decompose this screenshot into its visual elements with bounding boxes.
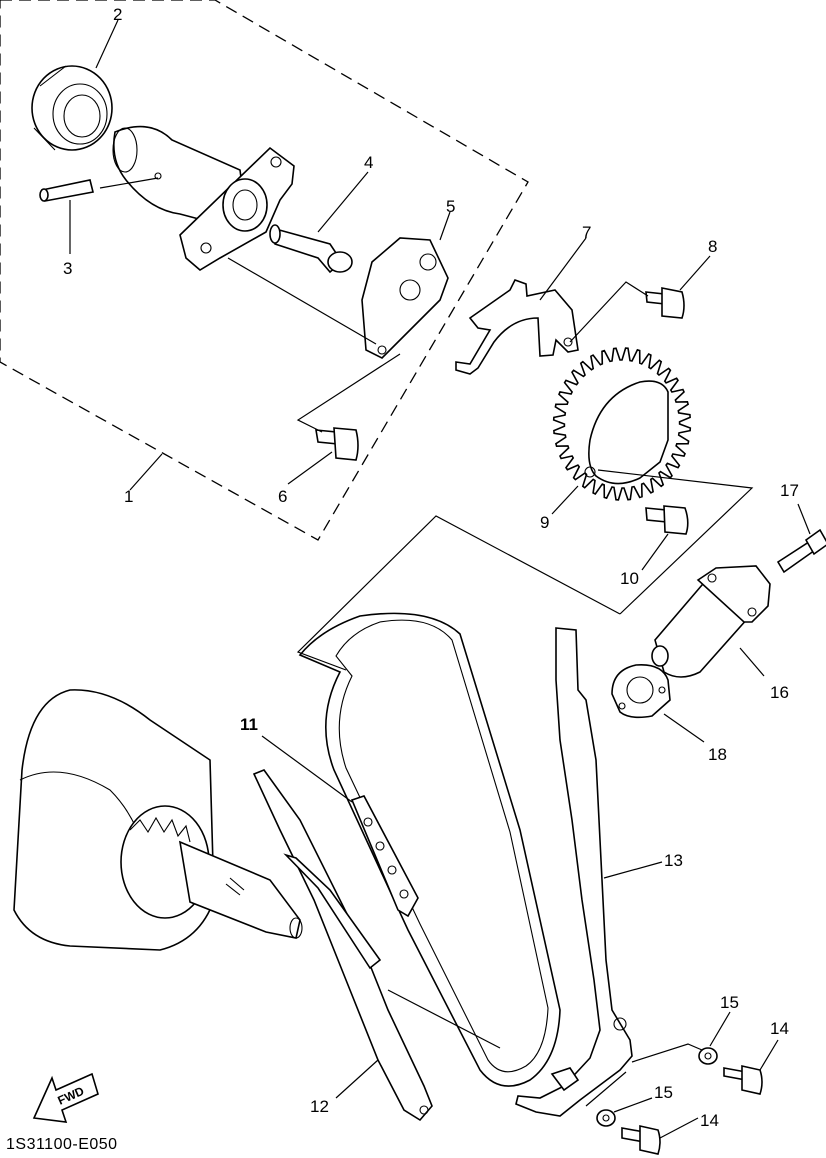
chain-guide-front (252, 769, 433, 1122)
bolt-14-lower (621, 1125, 661, 1155)
bearing (31, 65, 113, 151)
bolt-8 (645, 287, 685, 319)
cam-sprocket (552, 347, 692, 501)
callout-18: 18 (708, 745, 727, 764)
callout-13: 13 (664, 851, 683, 870)
washer-15-upper (698, 1047, 718, 1065)
reference-lines (99, 177, 754, 1107)
decompression-shaft (269, 224, 353, 274)
chain-tensioner (651, 565, 771, 678)
decompression-weight (455, 279, 579, 375)
gasket (611, 663, 671, 719)
callout-5: 5 (446, 197, 455, 216)
callout-2: 2 (113, 5, 122, 24)
callout-11: 11 (240, 715, 258, 734)
callout-8: 8 (708, 237, 717, 256)
callout-4: 4 (364, 153, 373, 172)
callout-16: 16 (770, 683, 789, 702)
leader-lines (69, 19, 811, 1139)
crankshaft (13, 689, 303, 951)
callout-6: 6 (278, 487, 287, 506)
bolt-14-upper (723, 1065, 763, 1095)
bolt-6 (315, 427, 359, 461)
callout-9: 9 (540, 513, 549, 532)
callout-10: 10 (620, 569, 639, 588)
callout-3: 3 (63, 259, 72, 278)
callout-15-upper: 15 (720, 993, 739, 1012)
decompression-lever (361, 237, 449, 359)
callout-14-lower: 14 (700, 1111, 719, 1130)
callout-15-lower: 15 (654, 1083, 673, 1102)
callout-14-upper: 14 (770, 1019, 789, 1038)
timing-chain (298, 612, 561, 1087)
callout-12: 12 (310, 1097, 329, 1116)
pin (39, 179, 94, 202)
diagram-code: 1S31100-E050 (6, 1136, 118, 1153)
callout-17: 17 (780, 481, 799, 500)
callout-labels: 2 3 4 5 6 1 7 8 9 10 17 16 18 11 13 12 1… (63, 5, 799, 1130)
assembly-boundary (0, 0, 529, 541)
callout-7: 7 (582, 223, 591, 242)
bolt-10 (645, 505, 689, 535)
fwd-arrow: FWD (32, 1072, 99, 1123)
chain-guide-rear (515, 627, 633, 1117)
bolt-17 (776, 528, 826, 574)
washer-15-lower (596, 1109, 616, 1127)
camshaft (112, 125, 295, 271)
callout-1: 1 (124, 487, 133, 506)
